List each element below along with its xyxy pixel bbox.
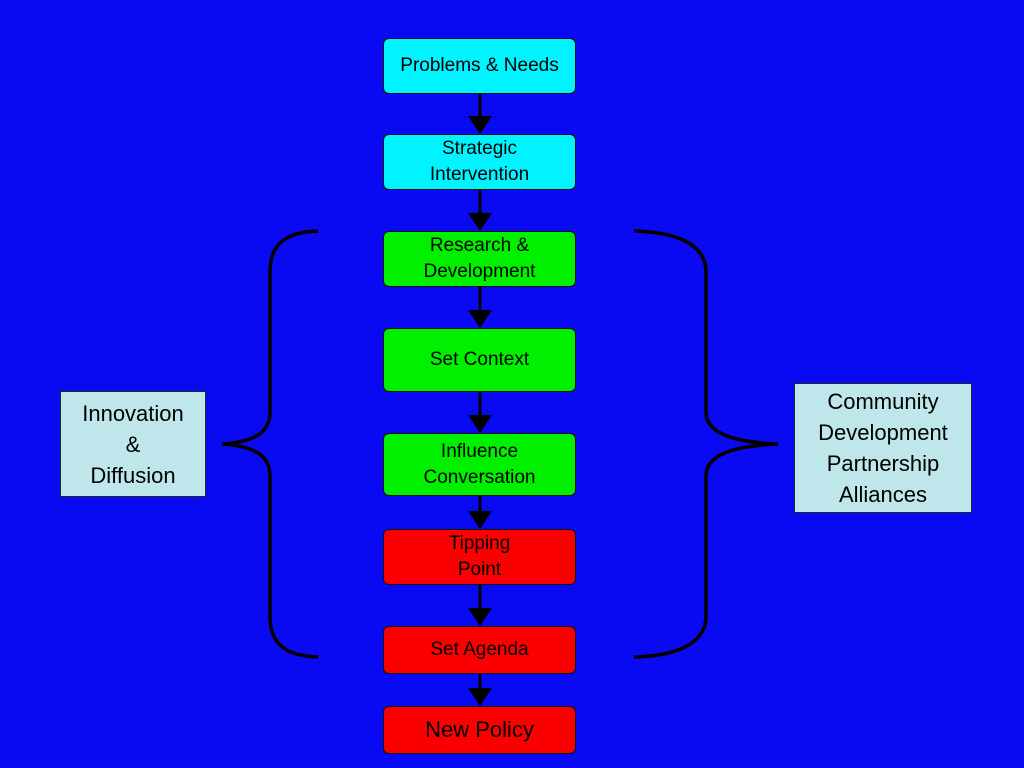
- problems-needs-box: Problems & Needs: [383, 38, 576, 94]
- tipping-point-label: Tipping Point: [448, 533, 511, 580]
- problems-needs-label: Problems & Needs: [400, 55, 559, 76]
- set-context-label: Set Context: [429, 349, 530, 370]
- innovation-diffusion-label: Innovation & Diffusion: [82, 400, 184, 488]
- strategic-intervention-box: Strategic Intervention: [383, 134, 576, 190]
- influence-conversation-box: Influence Conversation: [383, 433, 576, 496]
- research-development-box: Research & Development: [383, 231, 576, 287]
- set-context-box: Set Context: [383, 328, 576, 392]
- research-development-label: Research & Development: [423, 235, 536, 282]
- community-partnership-box: Community Development Partnership Allian…: [794, 383, 972, 513]
- right-brace: [633, 229, 779, 659]
- set-agenda-box: Set Agenda: [383, 626, 576, 674]
- new-policy-label: New Policy: [425, 717, 534, 742]
- community-partnership-label: Community Development Partnership Allian…: [818, 389, 948, 507]
- influence-conversation-label: Influence Conversation: [423, 440, 536, 488]
- innovation-diffusion-box: Innovation & Diffusion: [60, 391, 206, 497]
- set-agenda-label: Set Agenda: [430, 639, 529, 660]
- strategic-intervention-label: Strategic Intervention: [429, 138, 530, 185]
- left-brace: [221, 229, 319, 659]
- new-policy-box: New Policy: [383, 706, 576, 754]
- tipping-point-box: Tipping Point: [383, 529, 576, 585]
